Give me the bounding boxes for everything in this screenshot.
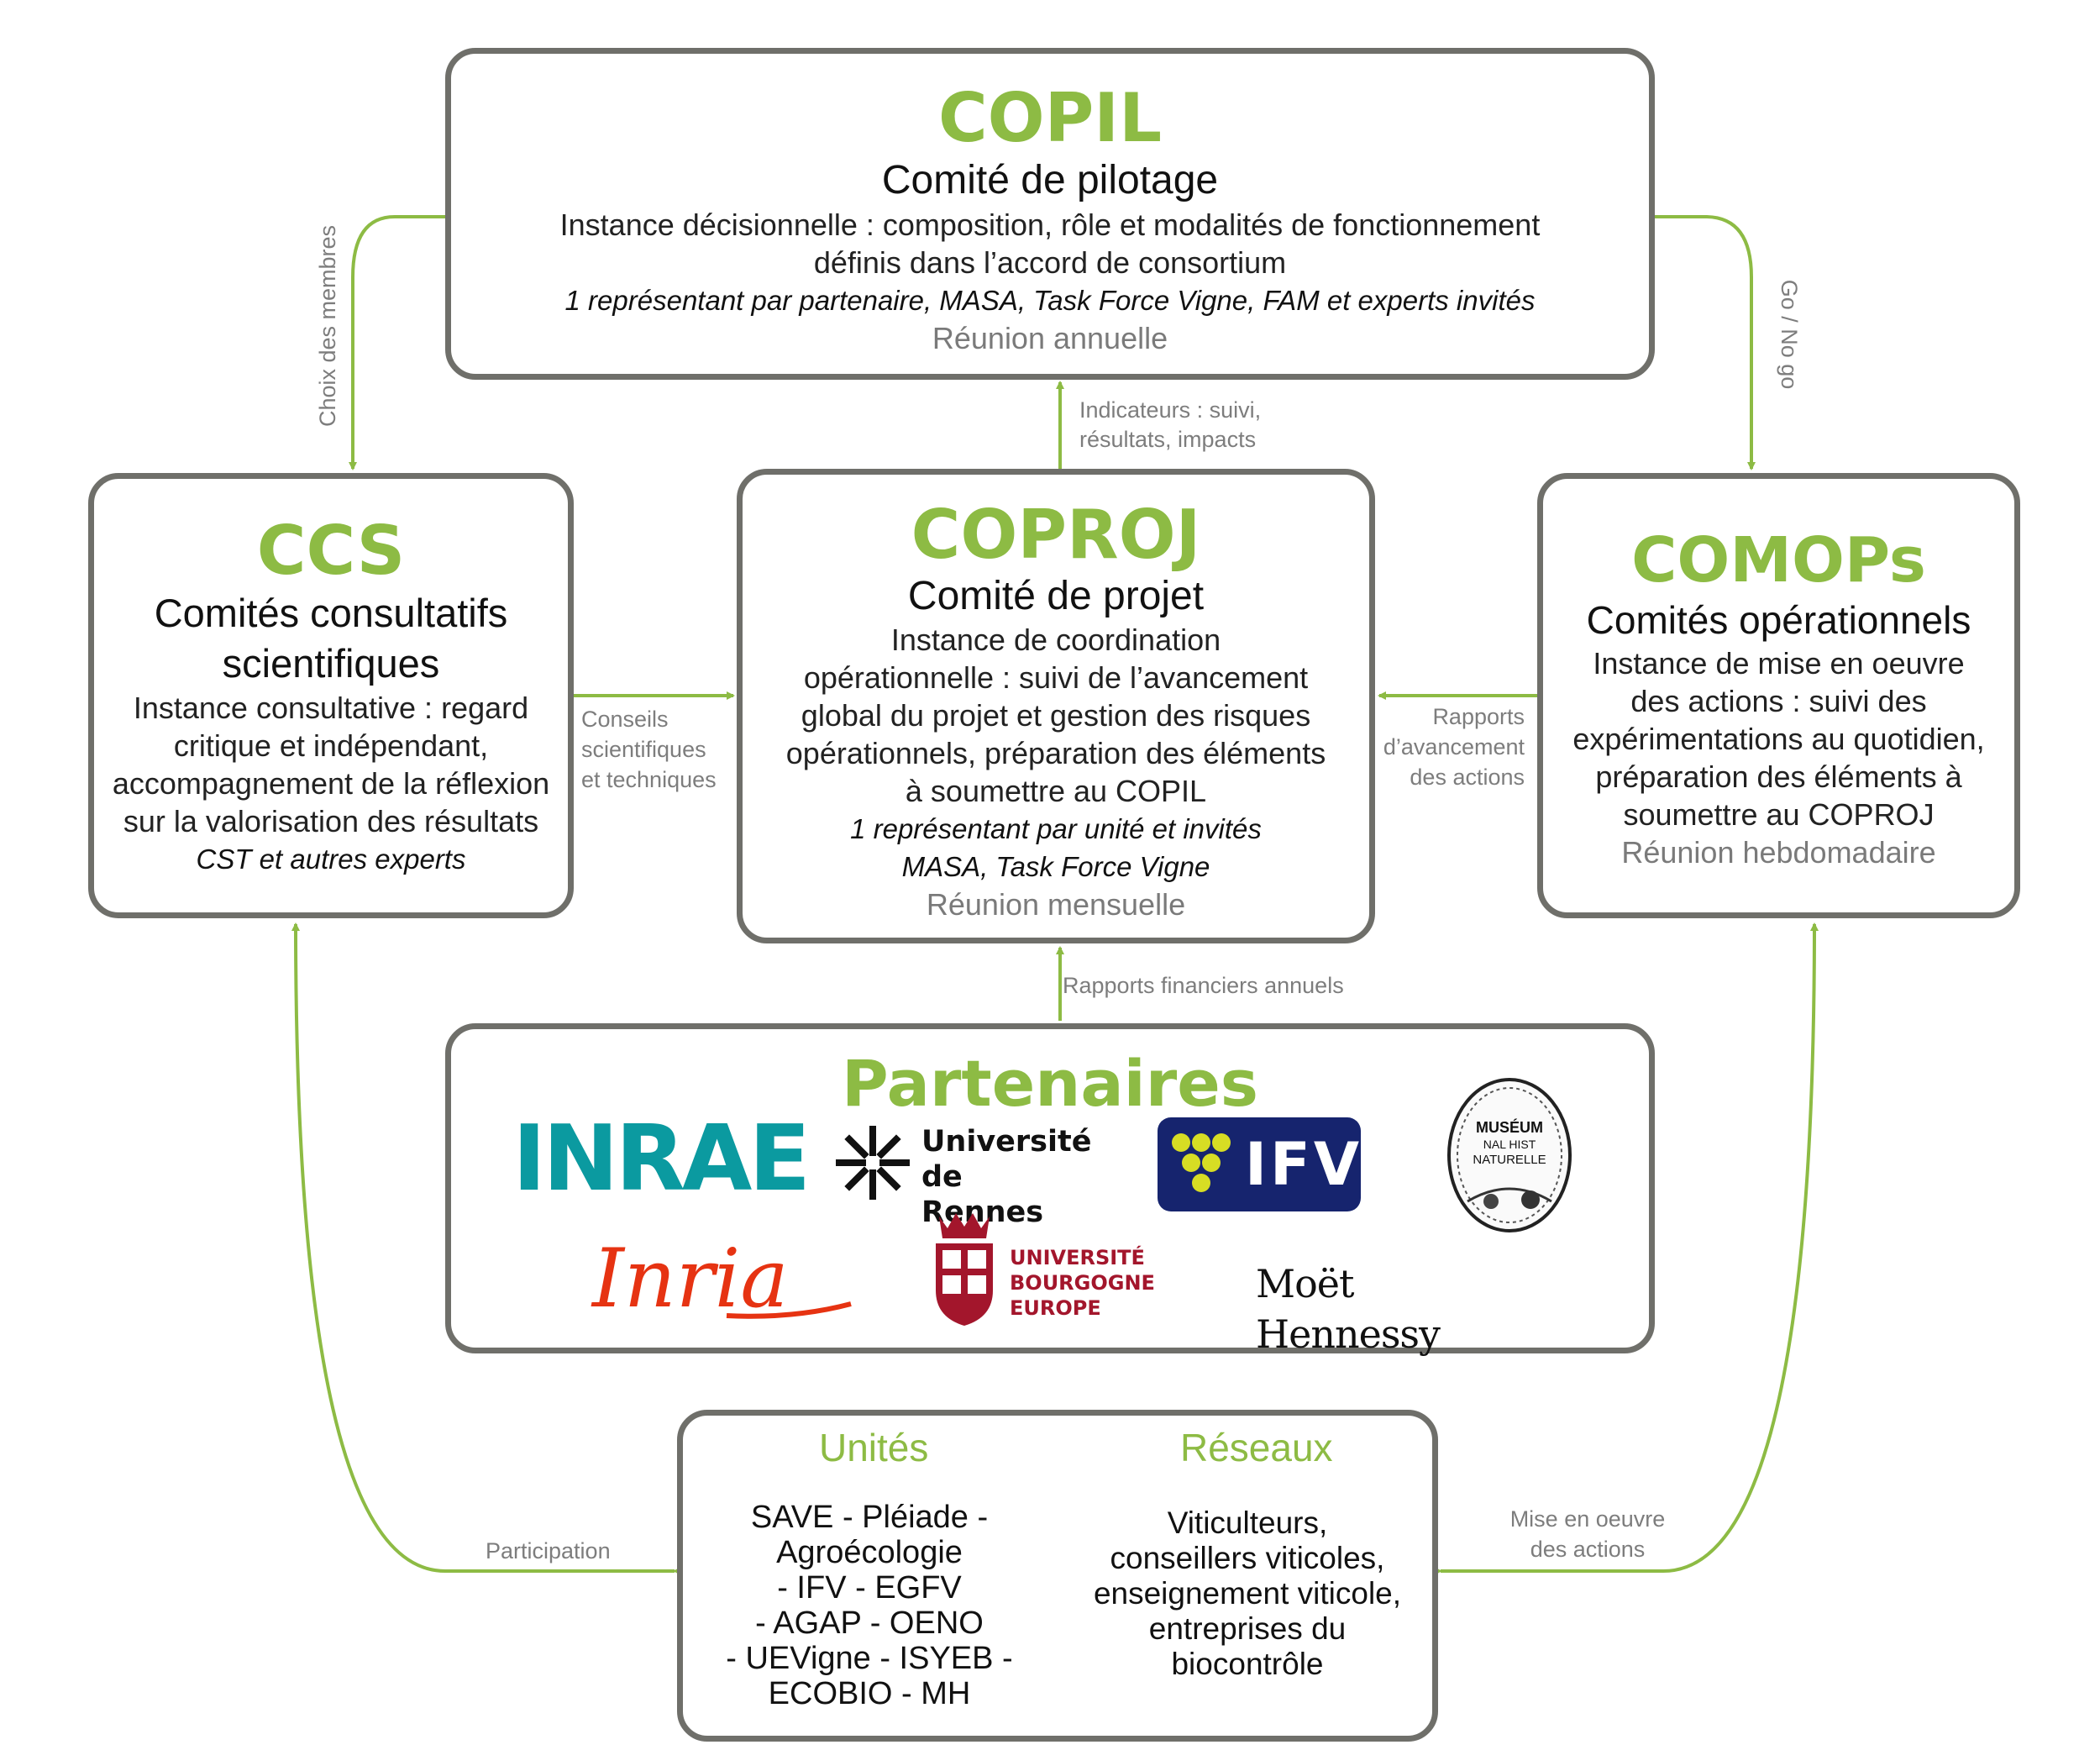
ccs-desc-line4: sur la valorisation des résultats — [123, 804, 539, 838]
unites-line5: - UEVigne - ISYEB - — [726, 1641, 1013, 1676]
copil-subtitle: Comité de pilotage — [881, 158, 1219, 202]
rennes-star-icon — [836, 1126, 910, 1200]
unites-title: Unités — [819, 1426, 929, 1469]
reseaux-line2: conseillers viticoles, — [1110, 1541, 1385, 1575]
bourgogne-line2: BOURGOGNE — [1010, 1271, 1155, 1295]
coproj-desc-line4: opérationnels, préparation des éléments — [785, 736, 1326, 770]
museum-text-line3: NATURELLE — [1473, 1153, 1546, 1167]
coproj-desc-line5: à soumettre au COPIL — [905, 774, 1207, 808]
unites-line1: SAVE - Pléiade - — [750, 1500, 989, 1535]
comops-box: COMOPs Comités opérationnels Instance de… — [1537, 473, 2020, 918]
coproj-desc-line3: global du projet et gestion des risques — [801, 698, 1311, 733]
reseaux-line4: entreprises du — [1148, 1611, 1347, 1646]
museum-logo: MUSÉUM NAL HIST NATURELLE — [1442, 1075, 1577, 1235]
reseaux-line3: enseignement viticole, — [1093, 1576, 1402, 1611]
moet-logo-text: Moët Hennessy — [1256, 1261, 1441, 1357]
coproj-members-line1: 1 représentant par unité et invités — [850, 813, 1262, 844]
bourgogne-crest-icon — [936, 1213, 993, 1326]
rennes-line1: Université — [921, 1125, 1092, 1159]
ccs-desc-line1: Instance consultative : regard — [133, 691, 529, 725]
unites-line4: - AGAP - OENO — [755, 1605, 984, 1641]
bourgogne-line3: EUROPE — [1010, 1296, 1101, 1320]
moet-hennessy-logo: Moët Hennessy — [1256, 1259, 1541, 1357]
comops-desc-line3: expérimentations au quotidien, — [1572, 722, 1985, 756]
inrae-logo-text: INRAE — [512, 1106, 811, 1211]
label-indicateurs-line2: résultats, impacts — [1079, 427, 1257, 452]
label-choix-membres: Choix des membres — [315, 224, 340, 428]
museum-text-line1: MUSÉUM — [1476, 1119, 1543, 1136]
inria-logo-text: Inria — [592, 1232, 789, 1326]
arrow-participation — [291, 922, 681, 1575]
reseaux-title: Réseaux — [1180, 1426, 1333, 1469]
unites-line6: ECOBIO - MH — [768, 1676, 971, 1711]
comops-desc-line5: soumettre au COPROJ — [1623, 797, 1935, 832]
reseaux-line5: biocontrôle — [1171, 1647, 1324, 1681]
coproj-members-line2: MASA, Task Force Vigne — [901, 851, 1210, 882]
coproj-acronym: COPROJ — [911, 496, 1201, 574]
comops-acronym: COMOPs — [1631, 524, 1926, 596]
label-conseils-line2: scientifiques — [581, 737, 706, 762]
grape-icon — [1172, 1133, 1231, 1192]
universite-rennes-logo: Université de Rennes — [834, 1124, 1091, 1229]
comops-subtitle: Comités opérationnels — [1586, 598, 1971, 642]
label-rapports-financiers: Rapports financiers annuels — [1063, 973, 1344, 998]
label-conseils-line1: Conseils — [581, 707, 669, 732]
ccs-subtitle-line1: Comités consultatifs — [154, 591, 508, 635]
copil-box: COPIL Comité de pilotage Instance décisi… — [445, 48, 1655, 380]
label-mise-line2: des actions — [1530, 1537, 1646, 1562]
label-rapports-line3: des actions — [1410, 765, 1525, 790]
inrae-logo: INRAE — [512, 1113, 811, 1206]
label-mise-en-oeuvre: Mise en oeuvre des actions — [1478, 1504, 1697, 1564]
label-mise-line1: Mise en oeuvre — [1509, 1506, 1666, 1532]
label-indicateurs-line1: Indicateurs : suivi, — [1079, 397, 1262, 423]
coproj-meeting: Réunion mensuelle — [926, 887, 1186, 922]
copil-desc-line1: Instance décisionnelle : composition, rô… — [559, 208, 1541, 242]
copil-meeting: Réunion annuelle — [932, 321, 1168, 355]
copil-desc-line2: définis dans l’accord de consortium — [813, 245, 1287, 280]
label-go-nogo: Go / No go — [1777, 279, 1802, 390]
unites-line2: Agroécologie — [776, 1535, 963, 1570]
ccs-desc-line2: critique et indépendant, — [173, 728, 489, 763]
unites-reseaux-box — [677, 1410, 1438, 1742]
comops-desc-line1: Instance de mise en oeuvre — [1593, 646, 1965, 681]
comops-meeting: Réunion hebdomadaire — [1621, 835, 1936, 870]
ccs-subtitle-line2: scientifiques — [222, 641, 440, 686]
coproj-desc-line2: opérationnelle : suivi de l’avancement — [803, 660, 1309, 695]
arrow-copil-to-comops — [1655, 215, 1756, 470]
museum-emblem-icon — [1447, 1078, 1572, 1232]
ccs-members: CST et autres experts — [196, 843, 466, 875]
reseaux-list: Viticulteurs, conseillers viticoles, ens… — [1084, 1506, 1411, 1682]
label-rapports-line2: d’avancement — [1383, 734, 1525, 759]
universite-bourgogne-logo: UNIVERSITÉ BOURGOGNE EUROPE — [931, 1210, 1174, 1327]
label-conseils: Conseils scientifiques et techniques — [581, 704, 717, 795]
ccs-desc-line3: accompagnement de la réflexion — [112, 766, 550, 801]
coproj-box: COPROJ Comité de projet Instance de coor… — [737, 469, 1375, 943]
comops-desc-line4: préparation des éléments à — [1595, 759, 1962, 794]
copil-acronym: COPIL — [937, 79, 1163, 157]
ifv-logo-text: IFV — [1245, 1130, 1363, 1199]
copil-members: 1 représentant par partenaire, MASA, Tas… — [564, 285, 1536, 316]
museum-text-line2: NAL HIST — [1483, 1138, 1536, 1151]
partenaires-title: Partenaires — [841, 1046, 1258, 1121]
bourgogne-line1: UNIVERSITÉ — [1010, 1246, 1145, 1269]
label-participation: Participation — [486, 1538, 611, 1563]
ccs-acronym: CCS — [256, 512, 406, 590]
comops-desc-line2: des actions : suivi des — [1630, 684, 1927, 718]
coproj-desc-line1: Instance de coordination — [890, 623, 1221, 657]
label-conseils-line3: et techniques — [581, 767, 717, 792]
arrow-mise-en-oeuvre — [1434, 922, 1819, 1575]
inria-swash-icon — [726, 1301, 852, 1319]
arrow-copil-to-ccs — [349, 215, 445, 470]
label-rapports-line1: Rapports — [1432, 704, 1525, 729]
inria-logo: Inria — [584, 1235, 861, 1332]
reseaux-line1: Viticulteurs, — [1167, 1506, 1328, 1540]
unites-line3: - IFV - EGFV — [777, 1570, 962, 1605]
ccs-box: CCS Comités consultatifs scientifiques I… — [88, 473, 574, 918]
coproj-subtitle: Comité de projet — [907, 574, 1205, 618]
unites-list: SAVE - Pléiade - Agroécologie - IFV - EG… — [710, 1500, 1029, 1711]
ifv-logo: IFV — [1158, 1117, 1361, 1211]
label-rapports: Rapports d’avancement des actions — [1369, 702, 1525, 792]
